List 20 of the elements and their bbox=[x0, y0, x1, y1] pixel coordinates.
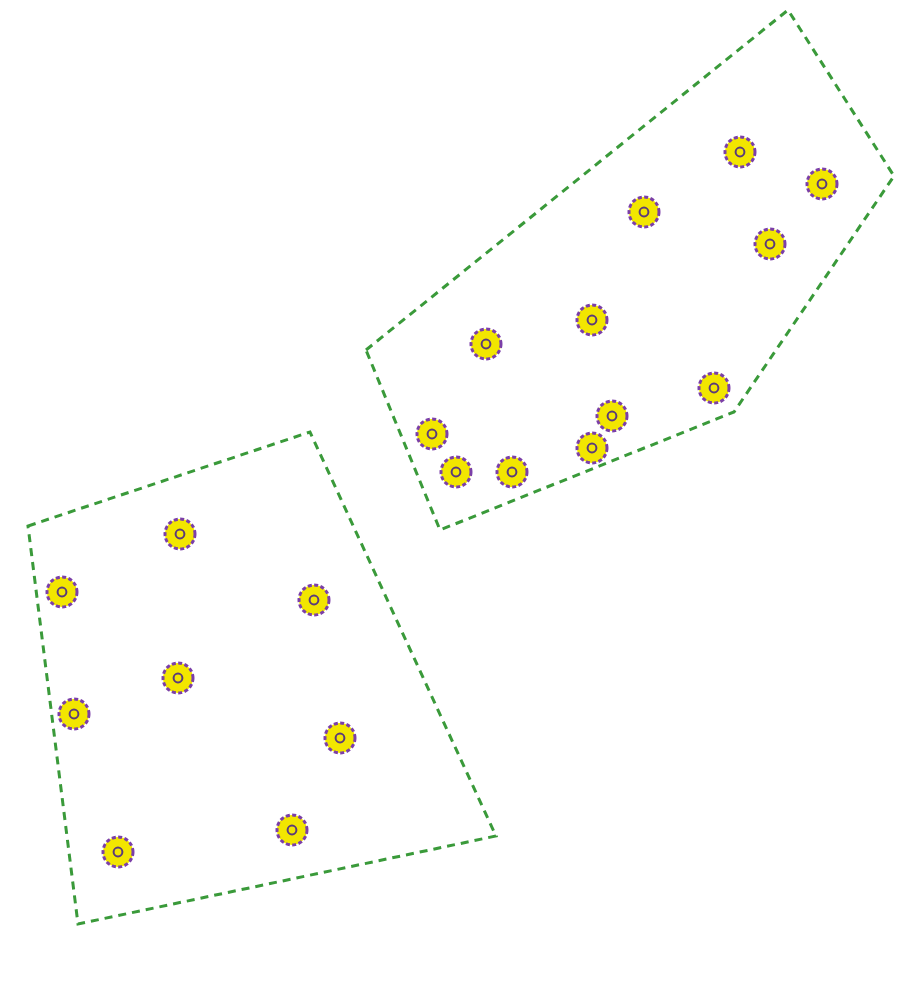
point-marker bbox=[44, 574, 80, 610]
point-marker bbox=[722, 134, 758, 170]
point-marker bbox=[162, 516, 198, 552]
point-marker bbox=[296, 582, 332, 618]
point-marker bbox=[574, 430, 610, 466]
point-marker bbox=[100, 834, 136, 870]
point-marker bbox=[594, 398, 630, 434]
point-marker bbox=[752, 226, 788, 262]
point-marker bbox=[574, 302, 610, 338]
point-marker bbox=[322, 720, 358, 756]
point-marker bbox=[696, 370, 732, 406]
point-marker bbox=[56, 696, 92, 732]
point-marker bbox=[804, 166, 840, 202]
point-marker bbox=[438, 454, 474, 490]
point-marker bbox=[160, 660, 196, 696]
point-marker bbox=[274, 812, 310, 848]
point-marker bbox=[626, 194, 662, 230]
point-marker bbox=[494, 454, 530, 490]
point-marker bbox=[414, 416, 450, 452]
point-marker bbox=[468, 326, 504, 362]
